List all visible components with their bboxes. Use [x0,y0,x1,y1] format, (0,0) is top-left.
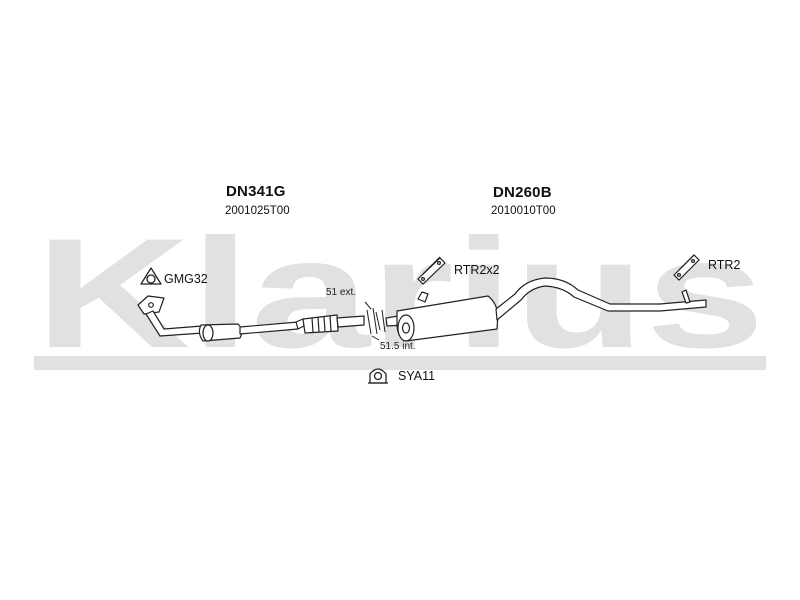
front-pipe-assembly [137,295,365,342]
dimension-markers [364,301,386,341]
tailpipe [495,277,707,321]
rubber-pair-label: RTR2x2 [454,263,500,277]
rubber-single-label: RTR2 [708,258,741,272]
rubber-hanger-icon [673,254,700,281]
gasket-icon [140,267,162,285]
tail-hanger [681,289,691,304]
flex-ribs [311,315,332,333]
rear-pipe-assembly [385,277,707,342]
front-part-number: 2001025T00 [225,205,290,217]
watermark: Klarius [34,207,766,381]
hanger-tab [417,291,429,303]
rubber-hanger-icon [417,256,446,285]
outlet-pipe [336,315,365,328]
gasket-label: GMG32 [164,272,208,286]
rear-part-number: 2010010T00 [491,205,556,217]
inner-diameter-label: 51.5 int. [380,341,416,352]
clamp-icon [368,368,388,384]
front-part-code: DN341G [226,183,286,200]
rear-part-code: DN260B [493,184,552,201]
outer-diameter-label: 51 ext. [326,287,357,298]
watermark-text: Klarius [35,207,765,381]
watermark-underline [34,356,766,370]
clamp-label: SYA11 [398,369,436,383]
